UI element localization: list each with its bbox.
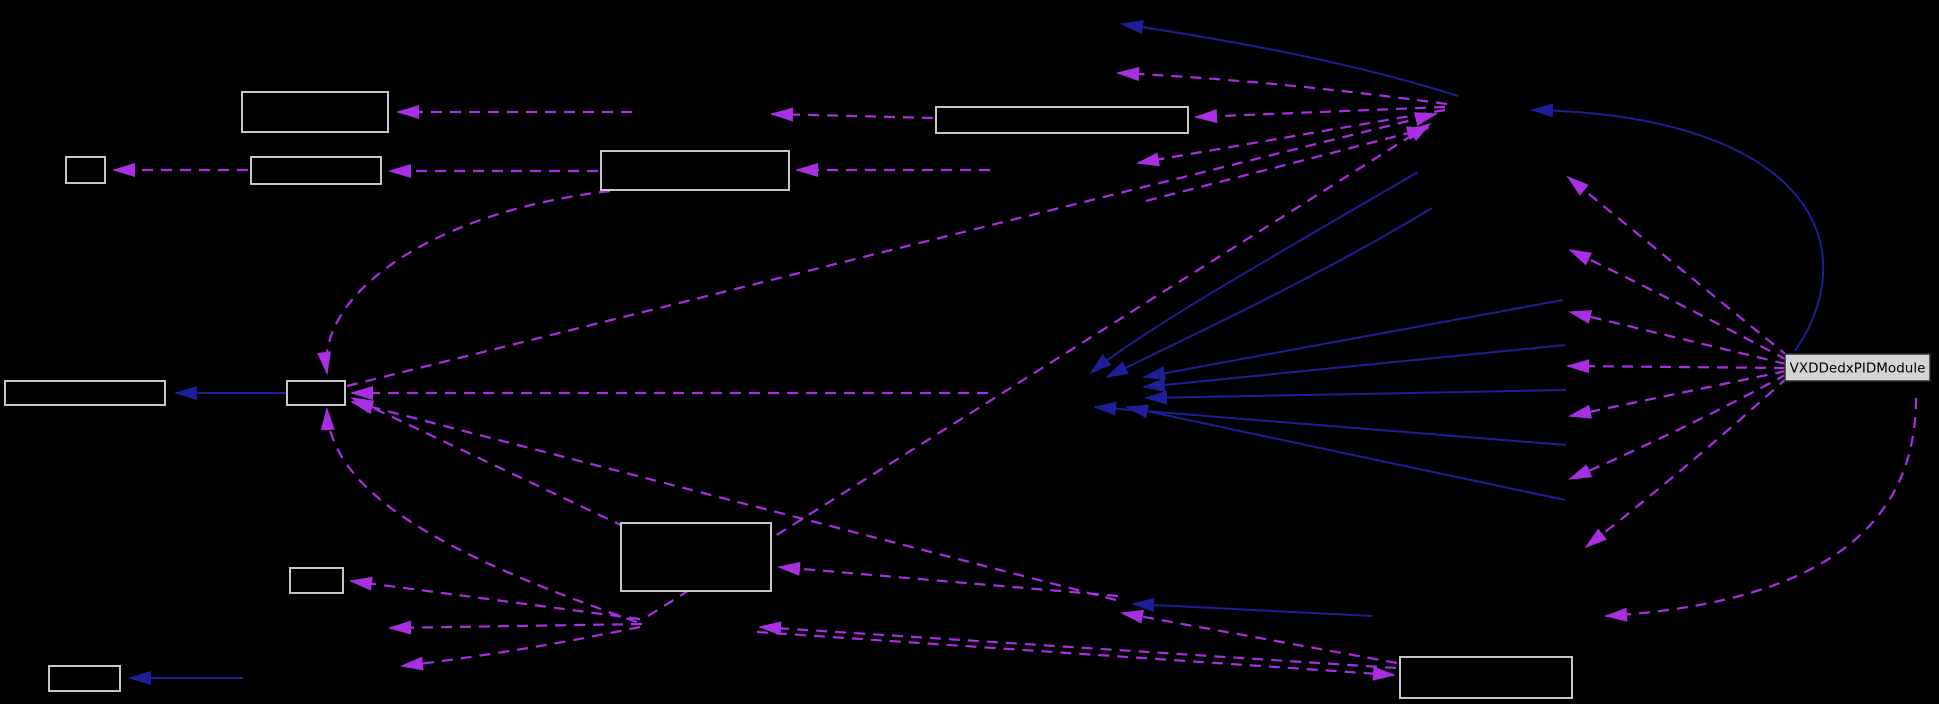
class-node-box-1[interactable]: [241, 91, 389, 133]
node-box[interactable]: [286, 380, 346, 406]
node-box[interactable]: [1399, 656, 1573, 699]
usage-edge-dashed: [346, 112, 1438, 388]
usage-edge-dashed: [1568, 249, 1788, 361]
inheritance-edge-solid: [1142, 344, 1566, 392]
inheritance-edge-solid: [1144, 389, 1567, 405]
node-box[interactable]: [935, 106, 1189, 134]
inheritance-edge-solid: [1125, 404, 1566, 501]
usage-edge-dashed: [1568, 373, 1788, 481]
main-node-label: VXDDedxPIDModule: [1790, 361, 1926, 377]
usage-edge-dashed: [1604, 397, 1918, 622]
inheritance-edge-solid: [1530, 103, 1825, 352]
inheritance-edge-solid: [1093, 401, 1567, 446]
usage-edge-dashed: [756, 630, 1396, 681]
class-node-box-5[interactable]: [935, 106, 1189, 134]
class-node-box-10[interactable]: [48, 665, 121, 692]
node-box[interactable]: [65, 156, 106, 184]
usage-edge-dashed: [350, 397, 626, 528]
usage-edge-dashed: [1120, 609, 1398, 665]
node-box[interactable]: [289, 567, 344, 594]
usage-edge-dashed: [1116, 66, 1448, 106]
class-node-box-7[interactable]: [286, 380, 346, 406]
class-node-box-8[interactable]: [620, 522, 772, 592]
class-node-box-9[interactable]: [289, 567, 344, 594]
class-node-box-11[interactable]: [1399, 656, 1573, 699]
usage-edge-dashed: [1566, 359, 1786, 374]
usage-edge-dashed: [1584, 376, 1789, 549]
usage-edge-dashed: [770, 107, 934, 122]
node-box[interactable]: [620, 522, 772, 592]
class-node-box-3[interactable]: [250, 156, 382, 185]
node-box[interactable]: [4, 380, 166, 406]
class-node-box-6[interactable]: [4, 380, 166, 406]
node-box[interactable]: [48, 665, 121, 692]
node-box[interactable]: [250, 156, 382, 185]
inheritance-edge-solid: [1089, 171, 1419, 375]
class-node-box-2[interactable]: [65, 156, 106, 184]
class-node-box-4[interactable]: [600, 150, 790, 191]
node-box[interactable]: [600, 150, 790, 191]
inheritance-edge-solid: [1105, 207, 1433, 378]
usage-edge-dashed: [1136, 108, 1446, 167]
vxddedxpidmodule-node[interactable]: VXDDedxPIDModule: [1784, 353, 1931, 382]
usage-edge-dashed: [1194, 105, 1446, 124]
inheritance-edge-solid: [1142, 299, 1564, 381]
usage-edge-dashed: [400, 625, 641, 671]
usage-edge-dashed: [1145, 126, 1430, 203]
usage-edge-dashed: [388, 620, 643, 635]
node-box[interactable]: [241, 91, 389, 133]
usage-edge-dashed: [317, 189, 611, 375]
usage-edge-dashed: [349, 576, 641, 621]
usage-edge-dashed: [647, 122, 1432, 617]
usage-edge-dashed: [1566, 175, 1790, 358]
inheritance-edge-solid: [1120, 20, 1459, 97]
main-node-box[interactable]: [1784, 353, 1931, 382]
inheritance-edge-solid: [1131, 598, 1373, 617]
